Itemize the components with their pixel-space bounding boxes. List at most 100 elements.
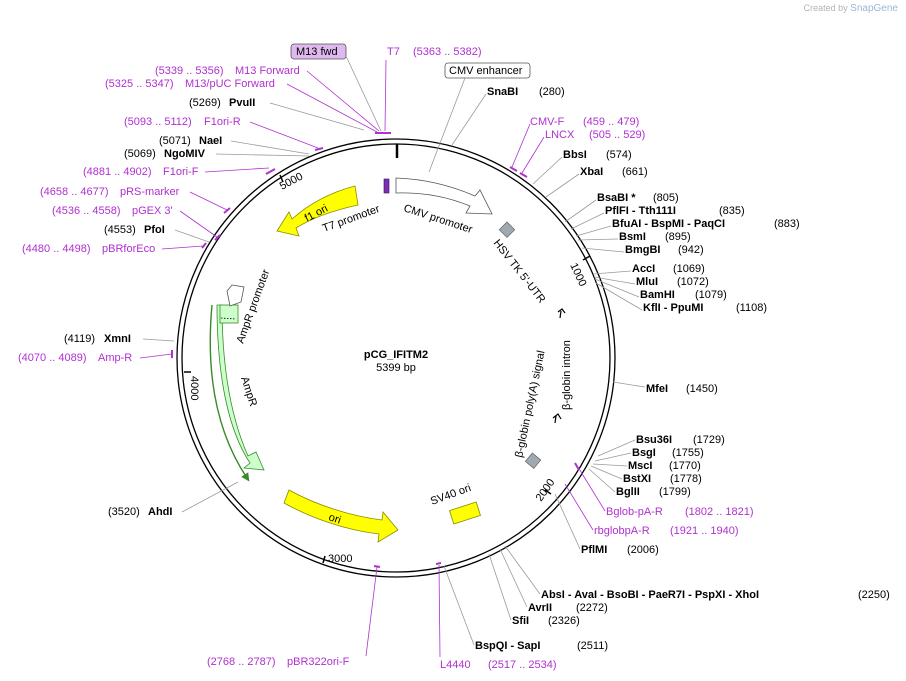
naei-pos: (5071) bbox=[159, 135, 191, 147]
bglii-leader bbox=[588, 468, 616, 493]
pgex3-range: (4536 .. 4558) bbox=[52, 205, 121, 217]
ori-label: ori bbox=[327, 511, 342, 526]
bamhi-name: BamHI bbox=[640, 289, 675, 301]
bspqi-sapi-leader bbox=[443, 565, 475, 646]
bglobin-intron-mark-top bbox=[557, 308, 566, 319]
m13-fwd-leader bbox=[345, 55, 382, 132]
tick-label-1000: 1000 bbox=[567, 261, 588, 288]
pflmi-leader bbox=[554, 493, 581, 550]
pbrforeco-leader bbox=[161, 245, 204, 250]
lncx-leader bbox=[521, 136, 545, 174]
bsgi-name: BsgI bbox=[632, 447, 656, 459]
kfli-ppumi-pos: (1108) bbox=[736, 302, 767, 314]
primer-mark-prs-marker bbox=[223, 207, 231, 214]
bsmi-pos: (895) bbox=[665, 231, 691, 243]
xmni-name: XmnI bbox=[104, 333, 131, 345]
msci-leader bbox=[592, 463, 628, 467]
sv40-ori-block bbox=[449, 501, 481, 525]
bbsi-leader bbox=[532, 156, 563, 185]
naei-name: NaeI bbox=[199, 135, 222, 147]
bglobin-polya-block bbox=[524, 452, 542, 469]
snabi-pos: (280) bbox=[539, 86, 565, 98]
cmv-enhancer-box bbox=[444, 62, 531, 79]
mfei-leader bbox=[612, 381, 646, 388]
avrii-name: AvrII bbox=[528, 602, 552, 614]
mlui-name: MluI bbox=[636, 276, 658, 288]
bmgbi-leader bbox=[581, 247, 625, 253]
cmv-enhancer-label: CMV enhancer bbox=[449, 65, 523, 77]
pvuii-leader bbox=[269, 102, 365, 131]
xbai-pos: (661) bbox=[622, 166, 648, 178]
snabi-name: SnaBI bbox=[487, 86, 518, 98]
pbr322ori-f-range: (2768 .. 2787) bbox=[207, 656, 276, 668]
tick-label-3000: 3000 bbox=[328, 553, 352, 565]
cmv-f-name: CMV-F bbox=[530, 116, 565, 128]
bfuai-bspmi-paqci-pos: (883) bbox=[774, 218, 800, 230]
bglob-pa-r-leader bbox=[577, 466, 606, 512]
l4440-range: (2517 .. 2534) bbox=[488, 659, 557, 671]
rbglobpa-r-name: rbglobpA-R bbox=[594, 525, 650, 537]
bglii-pos: (1799) bbox=[659, 486, 691, 498]
pbrforeco-range: (4480 .. 4498) bbox=[22, 243, 91, 255]
ahdi-pos: (3520) bbox=[108, 506, 140, 518]
bamhi-pos: (1079) bbox=[695, 289, 727, 301]
xmni-leader bbox=[142, 338, 175, 342]
avrii-leader bbox=[499, 548, 528, 608]
f1ori-f-range: (4881 .. 4902) bbox=[83, 166, 152, 178]
pflmi-name: PflMI bbox=[581, 544, 607, 556]
cmv-f-leader bbox=[511, 123, 531, 168]
pvuii-name: PvuII bbox=[229, 97, 255, 109]
bglobin-polya-label: β-globin poly(A) signal bbox=[513, 349, 547, 458]
bstxi-leader bbox=[590, 465, 623, 480]
msci-pos: (1770) bbox=[669, 460, 701, 472]
primer-mark-f1ori-r bbox=[314, 147, 324, 151]
hsv-tk-utr-label: HSV TK 5'-UTR bbox=[491, 237, 548, 305]
f1ori-f-leader bbox=[204, 167, 270, 173]
sfii-leader bbox=[488, 553, 512, 621]
f1ori-r-name: F1ori-R bbox=[204, 116, 241, 128]
ampr-promoter-label: AmpR promoter bbox=[235, 268, 273, 345]
pflfi-tth111i-name: PflFI - Tth111I bbox=[605, 205, 676, 217]
acci-leader bbox=[592, 270, 632, 275]
snabi-leader bbox=[451, 93, 487, 146]
tick-label-2000: 2000 bbox=[534, 477, 558, 504]
pbrforeco-name: pBRforEco bbox=[102, 243, 155, 255]
msci-name: MscI bbox=[628, 460, 652, 472]
bglob-pa-r-range: (1802 .. 1821) bbox=[685, 506, 754, 518]
t7-primer-name: T7 bbox=[387, 46, 400, 58]
amp-r-name: Amp-R bbox=[98, 352, 132, 364]
ampr-label: AmpR bbox=[238, 375, 259, 408]
m13-puc-forward-name: M13/pUC Forward bbox=[185, 78, 275, 90]
f1-ori-arrow bbox=[276, 185, 359, 237]
avrii-pos: (2272) bbox=[576, 602, 608, 614]
t7-leader bbox=[384, 59, 387, 132]
kfli-leader bbox=[595, 282, 643, 311]
tick-label-4000: 4000 bbox=[188, 376, 200, 400]
created-by-text: Created by bbox=[803, 3, 848, 13]
amp-r-range: (4070 .. 4089) bbox=[18, 352, 87, 364]
bmgbi-name: BmgBI bbox=[625, 244, 660, 256]
kfli-ppumi-name: KflI - PpuMI bbox=[643, 302, 704, 314]
pvuii-pos: (5269) bbox=[189, 97, 221, 109]
lncx-name: LNCX bbox=[545, 129, 575, 141]
f1ori-r-range: (5093 .. 5112) bbox=[124, 116, 192, 128]
pfoi-name: PfoI bbox=[144, 224, 165, 236]
bbsi-name: BbsI bbox=[563, 149, 587, 161]
m13-fwd-box bbox=[290, 43, 347, 60]
bsmi-name: BsmI bbox=[619, 231, 646, 243]
acci-name: AccI bbox=[632, 263, 655, 275]
pfoi-pos: (4553) bbox=[104, 224, 136, 236]
cmv-promoter-label: CMV promoter bbox=[402, 202, 474, 236]
cmv-f-range: (459 .. 479) bbox=[583, 116, 639, 128]
bsabi-name: BsaBI * bbox=[597, 192, 636, 204]
snapgene-brand: SnapGene bbox=[850, 3, 898, 14]
l4440-name: L4440 bbox=[440, 659, 471, 671]
bsabi-leader bbox=[564, 199, 597, 223]
ahdi-name: AhdI bbox=[148, 506, 172, 518]
tick-mark-2000 bbox=[544, 489, 552, 495]
bfuai-bspmi-paqci-name: BfuAI - BspMI - PaqCI bbox=[612, 218, 725, 230]
pbr322ori-f-name: pBR322ori-F bbox=[287, 656, 350, 668]
plasmid-length: 5399 bp bbox=[376, 362, 416, 374]
absi-group-name: AbsI - AvaI - BsoBI - PaeR7I - PspXI - X… bbox=[541, 589, 759, 601]
m13-forward-leader bbox=[306, 70, 380, 132]
